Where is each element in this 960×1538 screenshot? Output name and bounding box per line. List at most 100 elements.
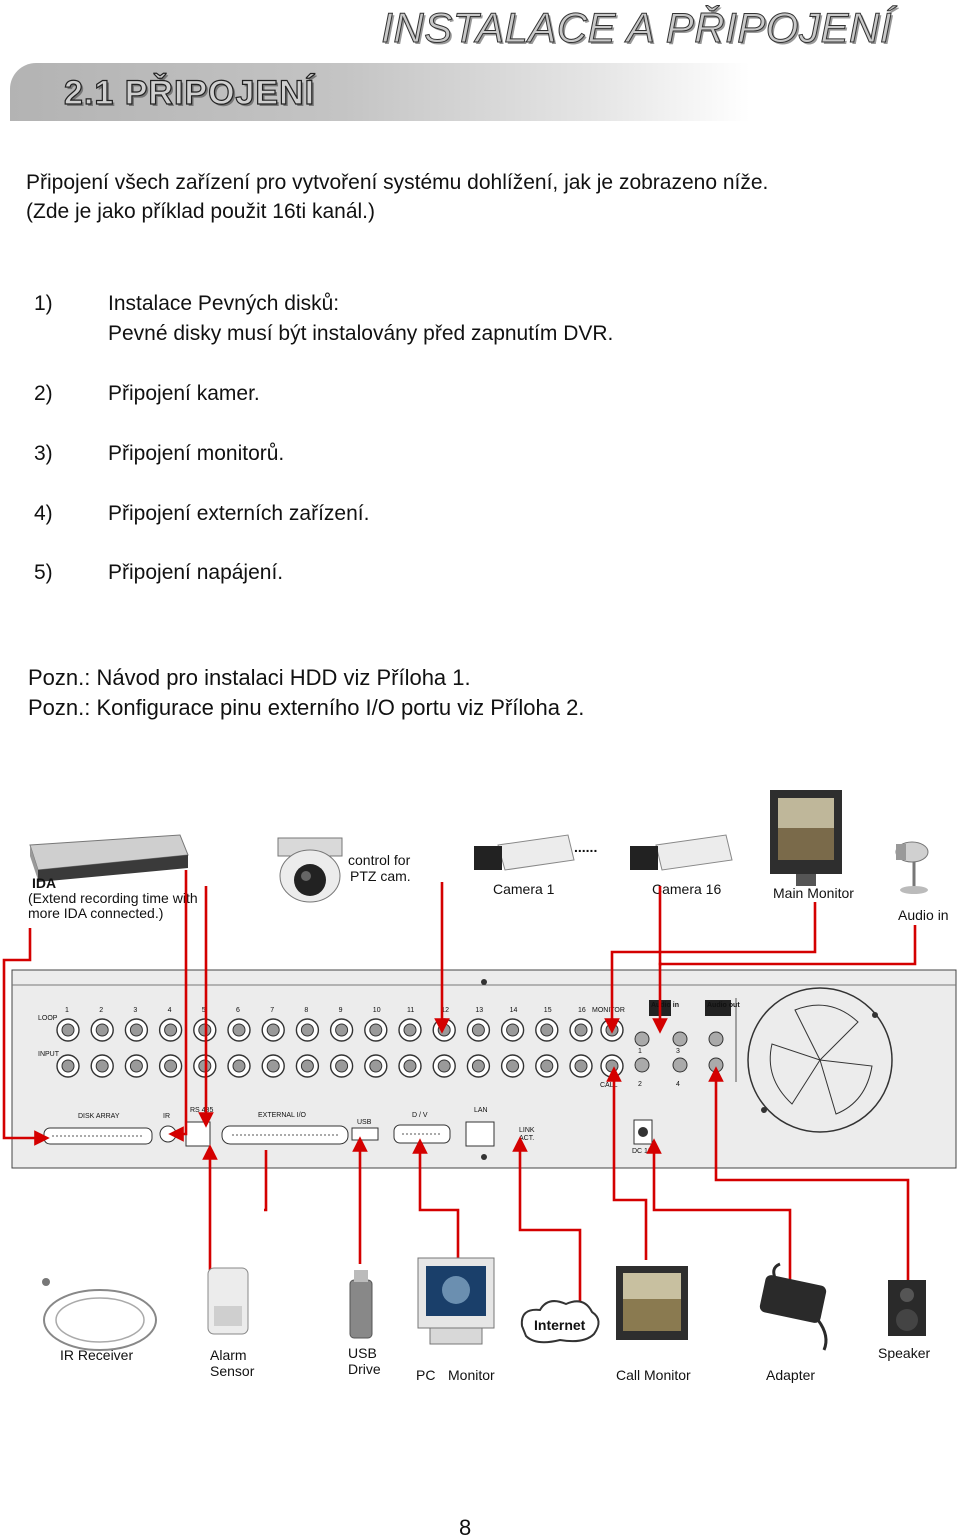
ptz-camera-illustration: [277, 837, 343, 903]
intro-line-2: (Zde je jako příklad použit 16ti kanál.): [26, 200, 376, 223]
audio-number-1: 3: [676, 1048, 680, 1055]
loop-bnc-connector: [466, 1018, 491, 1042]
section-title: 2.1 PŘIPOJENÍ: [63, 73, 316, 112]
camera-16-illustration: [630, 834, 733, 871]
ir-label: IR: [163, 1113, 170, 1120]
act-label: ACT.: [519, 1135, 534, 1142]
input-bnc-connector: [158, 1054, 183, 1078]
loop-bnc-connector: [295, 1018, 320, 1042]
channel-number-label: 3: [133, 1007, 137, 1014]
ida-device-illustration: [29, 834, 189, 882]
chapter-title: INSTALACE A PŘIPOJENÍ: [381, 4, 892, 52]
loop-bnc-connector: [398, 1018, 422, 1042]
loop-bnc-connector: [329, 1018, 354, 1042]
loop-bnc-connector: [90, 1018, 114, 1042]
pc-monitor-label: Monitor: [448, 1367, 495, 1383]
alarm-sensor-label-2: Sensor: [210, 1363, 255, 1379]
fan-icon: [747, 987, 893, 1133]
usb-port: [351, 1127, 379, 1141]
adapter-connection: [646, 1138, 792, 1280]
call-bnc-connector: [600, 1054, 624, 1078]
pc-connection: [412, 1138, 460, 1258]
step-3-number: 3): [34, 442, 53, 465]
speaker-illustration: [888, 1280, 926, 1336]
channel-number-label: 10: [373, 1007, 381, 1014]
ir-receiver-label: IR Receiver: [60, 1347, 133, 1363]
channel-number-label: 7: [270, 1007, 274, 1014]
loop-bnc-connector: [535, 1018, 559, 1042]
channel-number-label: 16: [578, 1007, 586, 1014]
step-4-number: 4): [34, 502, 53, 525]
audio-in-connection: [652, 925, 917, 1034]
loop-bnc-connector: [124, 1018, 149, 1042]
lan-port-label: LAN: [474, 1107, 488, 1114]
loop-bnc-connector: [364, 1018, 388, 1042]
loop-label: LOOP: [38, 1015, 58, 1022]
loop-bnc-connector: [158, 1018, 183, 1042]
loop-bnc-connector: [500, 1018, 525, 1042]
step-1-text: Instalace Pevných disků:: [108, 292, 340, 315]
ir-receiver-illustration: [42, 1278, 157, 1351]
channel-number-label: 13: [475, 1007, 483, 1014]
ptz-label-line-1: control for: [348, 852, 411, 868]
channel-number-label: 12: [441, 1007, 449, 1014]
step-3-text: Připojení monitorů.: [108, 442, 285, 465]
call-monitor-illustration: [616, 1266, 688, 1340]
internet-label: Internet: [534, 1317, 586, 1333]
ptz-label-line-2: PTZ cam.: [350, 868, 411, 884]
connection-lines: [2, 870, 917, 1308]
loop-bnc-connector: [227, 1018, 251, 1042]
input-bnc-connector: [261, 1054, 285, 1078]
loop-bnc-connector: [432, 1018, 456, 1042]
usb-drive-label-1: USB: [348, 1345, 377, 1361]
channel-number-label: 1: [65, 1007, 69, 1014]
ida-note-line-2: more IDA connected.): [28, 905, 163, 921]
input-bnc-connector: [500, 1054, 525, 1078]
input-bnc-connector: [329, 1054, 354, 1078]
audio-in-label: Audio in: [898, 907, 949, 923]
main-monitor-label: Main Monitor: [773, 885, 854, 901]
input-bnc-connector: [398, 1054, 422, 1078]
step-2-text: Připojení kamer.: [108, 382, 260, 405]
ida-label: IDA: [32, 875, 56, 891]
dc-power-jack: [638, 1127, 648, 1137]
internet-cloud-illustration: [520, 1300, 600, 1344]
input-bnc-connector: [535, 1054, 559, 1078]
external-io-label: EXTERNAL I/O: [258, 1112, 307, 1119]
connection-diagram: IDA (Extend recording time with more IDA…: [2, 790, 957, 1383]
audio-in-port-label: Audio in: [651, 1002, 679, 1009]
ida-note-line-1: (Extend recording time with: [28, 890, 198, 906]
rs485-label: RS 485: [190, 1107, 213, 1114]
loop-bnc-connector: [569, 1018, 593, 1042]
input-bnc-connector: [90, 1054, 114, 1078]
note-1: Pozn.: Návod pro instalaci HDD viz Přílo…: [28, 665, 471, 690]
dc-power-label: DC 19V: [632, 1148, 657, 1155]
adapter-illustration: [759, 1262, 828, 1351]
intro-line-1: Připojení všech zařízení pro vytvoření s…: [26, 171, 769, 194]
channel-number-label: 5: [202, 1007, 206, 1014]
input-bnc-connector: [364, 1054, 388, 1078]
pc-label: PC: [416, 1367, 435, 1383]
dv-port: [393, 1124, 451, 1144]
page-number: 8: [459, 1515, 472, 1538]
input-bnc-connector: [124, 1054, 149, 1078]
alarm-sensor-illustration: [207, 1267, 249, 1335]
channel-number-label: 8: [304, 1007, 308, 1014]
step-5-number: 5): [34, 561, 53, 584]
disk-array-port: [43, 1127, 153, 1145]
channel-number-label: 14: [510, 1007, 518, 1014]
alarm-io-stub: [264, 1150, 268, 1212]
audio-out-port-label: Audio out: [707, 1002, 740, 1009]
microphone-illustration: [895, 841, 929, 894]
adapter-label: Adapter: [766, 1367, 815, 1383]
internet-connection: [512, 1136, 582, 1308]
loop-bnc-connector: [56, 1018, 80, 1042]
camera-1-illustration: [474, 834, 575, 871]
ir-connection: [168, 870, 188, 1142]
step-1-number: 1): [34, 292, 53, 315]
channel-number-label: 6: [236, 1007, 240, 1014]
external-io-port: [221, 1125, 349, 1145]
dv-port-label: D / V: [412, 1112, 428, 1119]
